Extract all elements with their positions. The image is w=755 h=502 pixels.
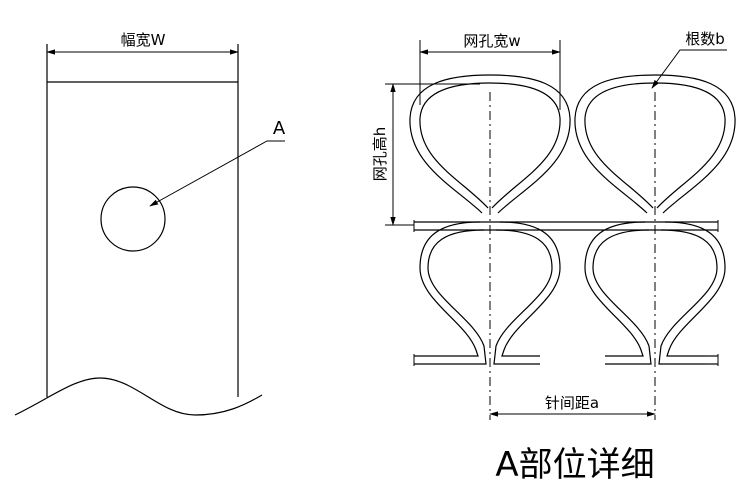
break-line [14, 377, 263, 416]
detail-title: A部位详细 [495, 445, 654, 485]
width-W-label: 幅宽W [121, 31, 166, 49]
detail-A-circle [100, 186, 166, 252]
strand-count-b-leader [651, 49, 727, 89]
needle-pitch-a-label: 针间距a [545, 394, 599, 412]
belt-overview: 幅宽W A [14, 31, 286, 416]
strand-count-b-label: 根数b [685, 30, 725, 48]
callout-A-leader [149, 140, 285, 207]
mesh-height-h-label: 网孔高h [371, 127, 389, 182]
detail-A-view: 网孔宽w 根数b 网孔高h 针间距a A部位详细 [371, 30, 736, 485]
mesh-width-w-label: 网孔宽w [463, 32, 520, 50]
callout-A-label: A [273, 118, 286, 139]
